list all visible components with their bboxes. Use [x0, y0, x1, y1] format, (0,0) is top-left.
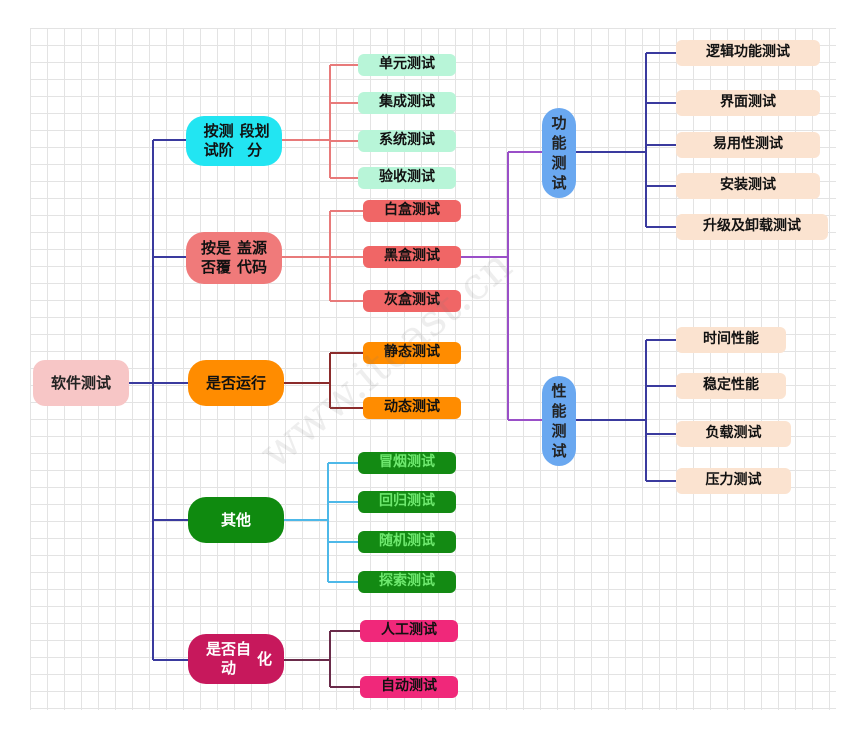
- other-leaf-0: 冒烟测试: [358, 452, 456, 474]
- performance-child-0: 时间性能: [676, 327, 786, 353]
- source-leaf-0: 白盒测试: [363, 200, 461, 222]
- branch-auto-text-1: 化: [256, 649, 272, 668]
- source-leaf-2: 灰盒测试: [363, 290, 461, 312]
- performance-char-3: 试: [551, 442, 567, 461]
- branch-run: 是否运行: [188, 360, 284, 406]
- branch-source-text-1: 盖源代码: [236, 239, 267, 276]
- performance-child-2: 负载测试: [676, 421, 791, 447]
- branch-auto: 是否自动化: [188, 634, 284, 684]
- functional-char-3: 试: [551, 174, 567, 193]
- source-leaf-1: 黑盒测试: [363, 246, 461, 268]
- stage-leaf-1: 集成测试: [358, 92, 456, 114]
- branch-auto-text-0: 是否自动: [205, 640, 251, 677]
- performance-char-1: 能: [551, 401, 567, 420]
- root-node: 软件测试: [33, 360, 129, 406]
- performance-char-0: 性: [551, 381, 567, 400]
- branch-stage-text-1: 段划分: [239, 122, 270, 159]
- performance-child-1: 稳定性能: [676, 373, 786, 399]
- branch-stage-text-0: 按测试阶: [203, 122, 234, 159]
- stage-leaf-3: 验收测试: [358, 167, 456, 189]
- auto-leaf-1: 自动测试: [360, 676, 458, 698]
- branch-stage: 按测试阶段划分: [186, 116, 282, 166]
- run-leaf-0: 静态测试: [363, 342, 461, 364]
- branch-other: 其他: [188, 497, 284, 543]
- branch-source: 按是否覆盖源代码: [186, 232, 282, 284]
- functional-char-0: 功: [551, 113, 567, 132]
- functional-child-0: 逻辑功能测试: [676, 40, 820, 66]
- other-leaf-1: 回归测试: [358, 491, 456, 513]
- functional-test-node: 功能测试: [542, 108, 576, 198]
- performance-test-node: 性能测试: [542, 376, 576, 466]
- functional-child-4: 升级及卸载测试: [676, 214, 828, 240]
- stage-leaf-0: 单元测试: [358, 54, 456, 76]
- auto-leaf-0: 人工测试: [360, 620, 458, 642]
- stage-leaf-2: 系统测试: [358, 130, 456, 152]
- functional-child-1: 界面测试: [676, 90, 820, 116]
- functional-char-1: 能: [551, 133, 567, 152]
- functional-child-3: 安装测试: [676, 173, 820, 199]
- other-leaf-2: 随机测试: [358, 531, 456, 553]
- other-leaf-3: 探索测试: [358, 571, 456, 593]
- functional-child-2: 易用性测试: [676, 132, 820, 158]
- functional-char-2: 测: [551, 154, 567, 172]
- branch-source-text-0: 按是否覆: [200, 239, 231, 276]
- performance-child-3: 压力测试: [676, 468, 791, 494]
- performance-char-2: 测: [551, 422, 567, 440]
- run-leaf-1: 动态测试: [363, 397, 461, 419]
